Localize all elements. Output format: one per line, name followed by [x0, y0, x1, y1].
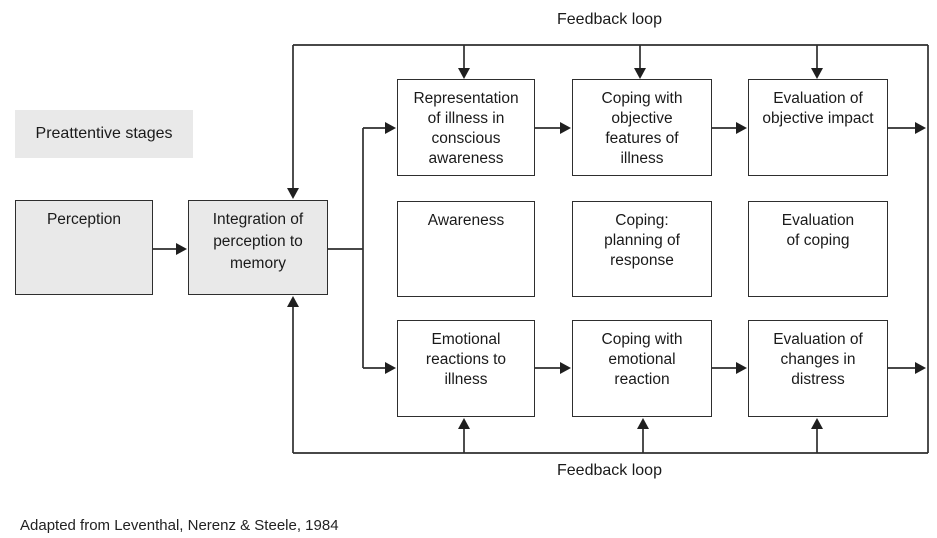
arrow-evaluation-distress-to-feedback — [888, 362, 926, 374]
feedback-loop-bottom-label: Feedback loop — [557, 462, 662, 479]
node-perception: Perception — [15, 200, 153, 295]
arrow-representation-to-coping-objective — [535, 122, 571, 134]
arrow-feedback-to-coping-objective — [634, 45, 646, 79]
node-emotional-reactions: Emotional reactions to illness — [397, 320, 535, 417]
arrow-feedback-to-integration-top — [287, 45, 299, 199]
arrow-branch-to-emotional — [363, 362, 396, 374]
arrow-feedback-to-evaluation-objective — [811, 45, 823, 79]
node-evaluation-coping: Evaluation of coping — [748, 201, 888, 297]
node-representation: Representation of illness in conscious a… — [397, 79, 535, 176]
node-evaluation-distress: Evaluation of changes in distress — [748, 320, 888, 417]
arrow-emotional-to-coping-emotional — [535, 362, 571, 374]
feedback-loop-top-label: Feedback loop — [557, 11, 662, 28]
arrow-branch-to-representation — [363, 122, 396, 134]
arrow-evaluation-objective-to-feedback — [888, 122, 926, 134]
node-coping-objective: Coping with objective features of illnes… — [572, 79, 712, 176]
arrow-feedback-to-integration-bottom — [287, 296, 299, 453]
node-coping-emotional: Coping with emotional reaction — [572, 320, 712, 417]
preattentive-stages-label: Preattentive stages — [15, 110, 193, 158]
node-awareness: Awareness — [397, 201, 535, 297]
arrow-coping-objective-to-evaluation — [712, 122, 747, 134]
node-coping-planning: Coping: planning of response — [572, 201, 712, 297]
source-caption: Adapted from Leventhal, Nerenz & Steele,… — [20, 517, 339, 534]
arrow-feedback-to-representation — [458, 45, 470, 79]
arrow-feedback-to-coping-emotional — [637, 418, 649, 453]
node-integration: Integration of perception to memory — [188, 200, 328, 295]
arrow-feedback-to-emotional — [458, 418, 470, 453]
arrow-perception-to-integration — [153, 243, 187, 255]
arrow-feedback-to-evaluation-distress — [811, 418, 823, 453]
arrow-coping-emotional-to-evaluation — [712, 362, 747, 374]
node-evaluation-objective: Evaluation of objective impact — [748, 79, 888, 176]
